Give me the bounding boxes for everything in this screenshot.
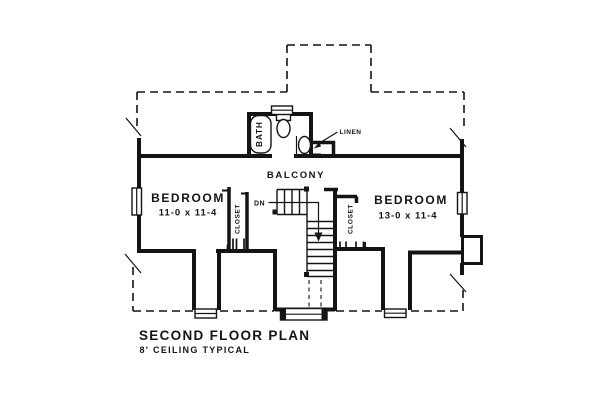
stair-hidden-lines <box>308 280 322 308</box>
linen-label: LINEN <box>340 129 362 136</box>
chimney <box>461 235 483 265</box>
closet-right-label: CLOSET <box>348 204 355 234</box>
window-bath <box>270 105 294 116</box>
door-jambs <box>222 153 366 249</box>
interior-walls <box>227 140 359 250</box>
plan-subtitle: 8' CEILING TYPICAL <box>140 345 251 355</box>
newel-post <box>304 186 309 192</box>
balcony-label: BALCONY <box>267 170 325 181</box>
roof-outline-dashed <box>132 44 465 312</box>
stairs-down-label: DN <box>254 201 265 208</box>
newel-post <box>304 272 309 277</box>
staircase <box>268 186 334 308</box>
sink <box>297 135 312 155</box>
bath-label: BATH <box>255 121 264 147</box>
bedroom-left-label: BEDROOM <box>151 191 225 205</box>
exterior-walls <box>137 112 464 312</box>
plan-title: SECOND FLOOR PLAN <box>139 328 310 343</box>
closet-left-label: CLOSET <box>235 204 242 234</box>
window-left-bedroom <box>131 187 143 216</box>
window-dormer-left <box>194 308 218 319</box>
down-arrow-line <box>268 201 320 234</box>
bath-fixtures <box>249 111 312 155</box>
linen-annotation <box>313 131 338 149</box>
newel-post <box>272 209 278 215</box>
bedroom-left-dimensions: 11-0 x 11-4 <box>159 208 218 219</box>
bedroom-right-dimensions: 13-0 x 11-4 <box>378 211 437 222</box>
bathtub <box>249 114 272 154</box>
toilet-bowl <box>276 118 291 139</box>
windows <box>131 105 468 321</box>
window-dormer-right <box>383 308 407 319</box>
window-center-front <box>279 307 328 321</box>
linen-arrow-head <box>313 142 321 149</box>
window-right-bedroom <box>456 191 468 215</box>
down-arrow-head <box>314 232 323 242</box>
knee-wall-ticks <box>226 238 365 250</box>
bedroom-right-label: BEDROOM <box>374 193 448 207</box>
roof-break-ticks <box>124 117 467 293</box>
